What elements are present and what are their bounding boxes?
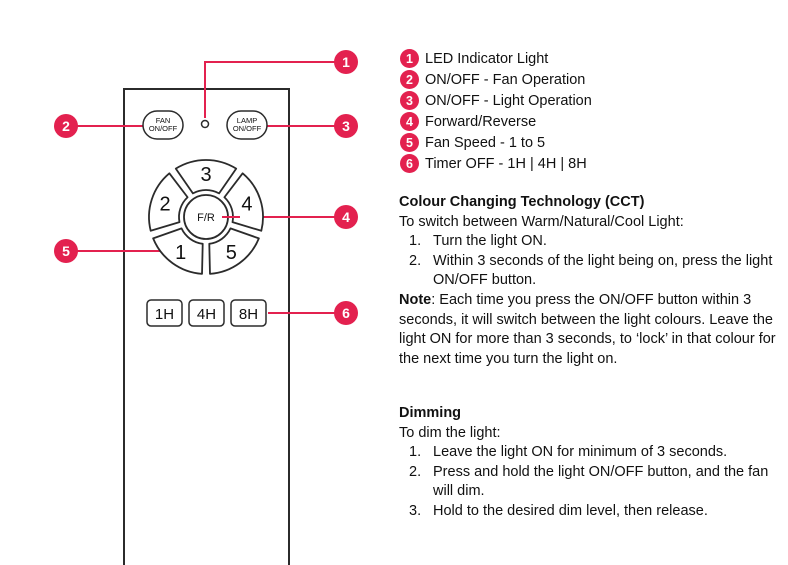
step-text: Hold to the desired dim level, then rele…: [433, 502, 708, 519]
timer-1h-button[interactable]: 1H: [146, 299, 183, 327]
timer-8h-button[interactable]: 8H: [230, 299, 267, 327]
speed-3-label: 3: [200, 164, 211, 186]
fan-on-off-button[interactable]: FAN ON/OFF: [142, 110, 184, 140]
speed-5-label: 5: [226, 242, 237, 264]
legend-label: ON/OFF - Light Operation: [425, 92, 592, 109]
fan-button-label-1: FAN: [156, 116, 171, 125]
step-number: 2.: [409, 463, 422, 480]
timer-4h-label: 4H: [197, 306, 216, 323]
cct-title: Colour Changing Technology (CCT): [399, 194, 645, 210]
legend-item: 1 LED Indicator Light: [400, 48, 592, 69]
svg-text:3: 3: [342, 118, 350, 134]
cct-note-label: Note: [399, 291, 432, 308]
callout-line-1: [204, 61, 340, 118]
forward-reverse-button[interactable]: F/R: [183, 194, 229, 240]
lamp-button-label-2: ON/OFF: [233, 124, 262, 133]
legend-badge: 2: [400, 70, 419, 89]
dimming-title: Dimming: [399, 405, 462, 421]
fan-button-label-2: ON/OFF: [149, 124, 178, 133]
callout-badge-6: 6: [334, 301, 358, 325]
step-text: Press and hold the light ON/OFF button, …: [433, 463, 769, 500]
callout-badge-3: 3: [334, 114, 358, 138]
step-number: 3.: [409, 502, 422, 519]
legend-badge: 6: [400, 154, 419, 173]
timer-8h-label: 8H: [239, 306, 258, 323]
step-item: 2. Press and hold the light ON/OFF button…: [399, 463, 779, 502]
cct-section: Colour Changing Technology (CCT) To swit…: [399, 193, 779, 369]
cct-note: Note: Each time you press the ON/OFF but…: [399, 291, 779, 369]
svg-text:5: 5: [62, 243, 70, 259]
callout-badge-5: 5: [54, 239, 78, 263]
speed-5-button[interactable]: 5: [208, 227, 260, 275]
legend-item: 6 Timer OFF - 1H | 4H | 8H: [400, 153, 592, 174]
legend-label: ON/OFF - Fan Operation: [425, 71, 586, 88]
dimming-steps: 1. Leave the light ON for minimum of 3 se…: [399, 443, 779, 521]
speed-1-button[interactable]: 1: [152, 227, 204, 275]
timer-4h-button[interactable]: 4H: [188, 299, 225, 327]
cct-steps: 1. Turn the light ON. 2. Within 3 seconds o…: [399, 232, 779, 291]
step-text: Within 3 seconds of the light being on, …: [433, 252, 773, 289]
led-indicator-light: [200, 119, 210, 129]
speed-2-button[interactable]: 2: [148, 172, 189, 232]
lamp-on-off-button[interactable]: LAMP ON/OFF: [226, 110, 268, 140]
speed-3-button[interactable]: 3: [174, 159, 238, 195]
step-item: 2. Within 3 seconds of the light being on…: [399, 252, 779, 291]
callout-badge-2: 2: [54, 114, 78, 138]
step-item: 1. Turn the light ON.: [399, 232, 779, 252]
speed-4-label: 4: [241, 194, 252, 216]
callout-badge-4: 4: [334, 205, 358, 229]
legend-list: 1 LED Indicator Light 2 ON/OFF - Fan Operat…: [400, 48, 592, 174]
speed-2-label: 2: [160, 194, 171, 216]
svg-text:6: 6: [342, 305, 350, 321]
dimming-intro: To dim the light:: [399, 424, 501, 441]
svg-text:1: 1: [342, 54, 350, 70]
legend-item: 3 ON/OFF - Light Operation: [400, 90, 592, 111]
legend-badge: 4: [400, 112, 419, 131]
step-item: 1. Leave the light ON for minimum of 3 se…: [399, 443, 779, 463]
legend-item: 4 Forward/Reverse: [400, 111, 592, 132]
legend-label: Forward/Reverse: [425, 113, 537, 130]
step-number: 1.: [409, 233, 422, 250]
dimming-section: Dimming To dim the light: 1. Leave the li…: [399, 404, 779, 522]
forward-reverse-label: F/R: [197, 212, 215, 224]
timer-1h-label: 1H: [155, 306, 174, 323]
legend-badge: 5: [400, 133, 419, 152]
step-text: Leave the light ON for minimum of 3 seco…: [433, 444, 728, 461]
legend-label: Timer OFF - 1H | 4H | 8H: [425, 155, 587, 172]
cct-note-text: : Each time you press the ON/OFF button …: [399, 291, 776, 367]
legend-badge: 1: [400, 49, 419, 68]
legend-label: Fan Speed - 1 to 5: [425, 134, 546, 151]
legend-item: 5 Fan Speed - 1 to 5: [400, 132, 592, 153]
step-number: 2.: [409, 252, 422, 269]
step-text: Turn the light ON.: [433, 233, 547, 250]
callout-badge-1: 1: [334, 50, 358, 74]
lamp-button-label-1: LAMP: [237, 116, 257, 125]
legend-item: 2 ON/OFF - Fan Operation: [400, 69, 592, 90]
cct-intro: To switch between Warm/Natural/Cool Ligh…: [399, 213, 684, 230]
legend-label: LED Indicator Light: [425, 50, 549, 67]
speed-1-label: 1: [175, 242, 186, 264]
legend-badge: 3: [400, 91, 419, 110]
step-item: 3. Hold to the desired dim level, then re…: [399, 502, 779, 522]
svg-text:4: 4: [342, 209, 350, 225]
svg-text:2: 2: [62, 118, 70, 134]
step-number: 1.: [409, 444, 422, 461]
